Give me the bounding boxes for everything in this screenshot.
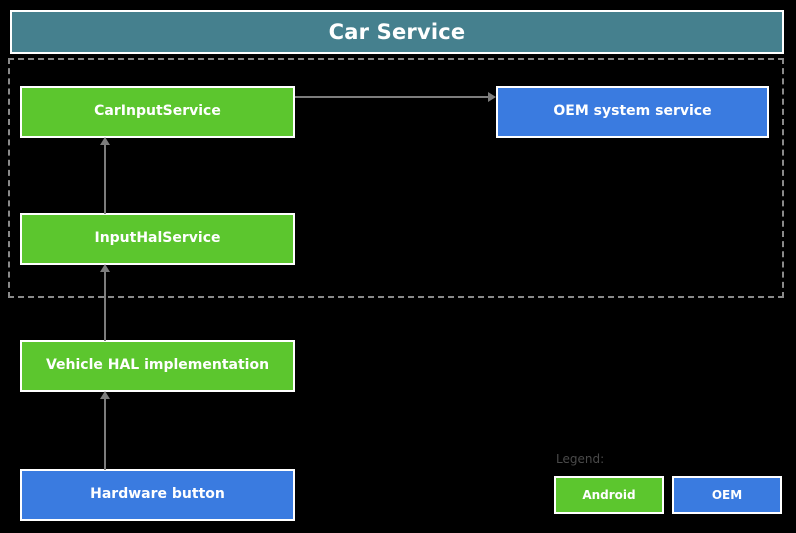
legend-item-label: OEM bbox=[711, 488, 743, 502]
legend-item-android: Android bbox=[554, 476, 664, 514]
node-input-hal-service[interactable]: InputHalService bbox=[20, 213, 295, 265]
car-service-header: Car Service bbox=[10, 10, 784, 54]
arrowhead-up-icon bbox=[100, 137, 110, 145]
legend-item-label: Android bbox=[582, 488, 636, 502]
node-label: InputHalService bbox=[94, 230, 221, 247]
node-car-input-service[interactable]: CarInputService bbox=[20, 86, 295, 138]
legend-title: Legend: bbox=[556, 452, 605, 466]
arrow-line bbox=[295, 96, 488, 98]
legend-swatches: Android OEM bbox=[554, 476, 784, 514]
node-vehicle-hal-implementation[interactable]: Vehicle HAL implementation bbox=[20, 340, 295, 392]
node-label: Hardware button bbox=[90, 486, 225, 503]
arrowhead-up-icon bbox=[100, 391, 110, 399]
node-hardware-button[interactable]: Hardware button bbox=[20, 469, 295, 521]
arrowhead-up-icon bbox=[100, 264, 110, 272]
arrow-line bbox=[104, 398, 106, 470]
arrow-line bbox=[104, 144, 106, 214]
car-service-boundary bbox=[8, 58, 784, 298]
legend-item-oem: OEM bbox=[672, 476, 782, 514]
arrow-line bbox=[104, 271, 106, 341]
node-label: Vehicle HAL implementation bbox=[45, 357, 270, 374]
arrowhead-right-icon bbox=[488, 92, 496, 102]
page-title: Car Service bbox=[328, 20, 466, 44]
node-label: OEM system service bbox=[553, 103, 712, 120]
legend: Legend: Android OEM bbox=[554, 452, 784, 514]
node-oem-system-service[interactable]: OEM system service bbox=[496, 86, 769, 138]
node-label: CarInputService bbox=[94, 103, 221, 120]
